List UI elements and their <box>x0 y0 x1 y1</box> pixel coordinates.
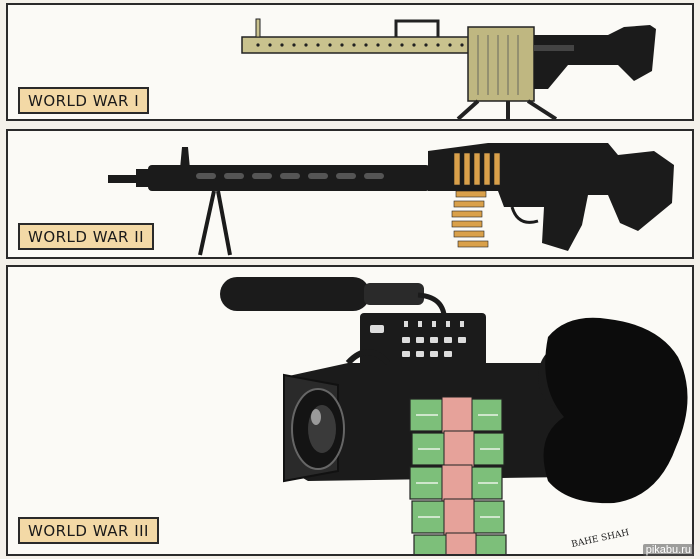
tv-camera-cash-icon <box>220 277 688 554</box>
panel-world-war-3: WORLD WAR III BAHE SHAH <box>6 265 694 556</box>
panel-label-ww3: WORLD WAR III <box>18 517 159 544</box>
panel-world-war-1: WORLD WAR I <box>6 3 694 121</box>
ww2-machine-gun-icon <box>108 143 674 256</box>
watermark: pikabu.ru <box>642 544 694 556</box>
ww1-machine-gun-icon <box>241 18 656 119</box>
panel-world-war-2: WORLD WAR II <box>6 129 694 259</box>
panel-label-ww1: WORLD WAR I <box>18 87 150 114</box>
panel-label-ww2: WORLD WAR II <box>18 223 155 250</box>
